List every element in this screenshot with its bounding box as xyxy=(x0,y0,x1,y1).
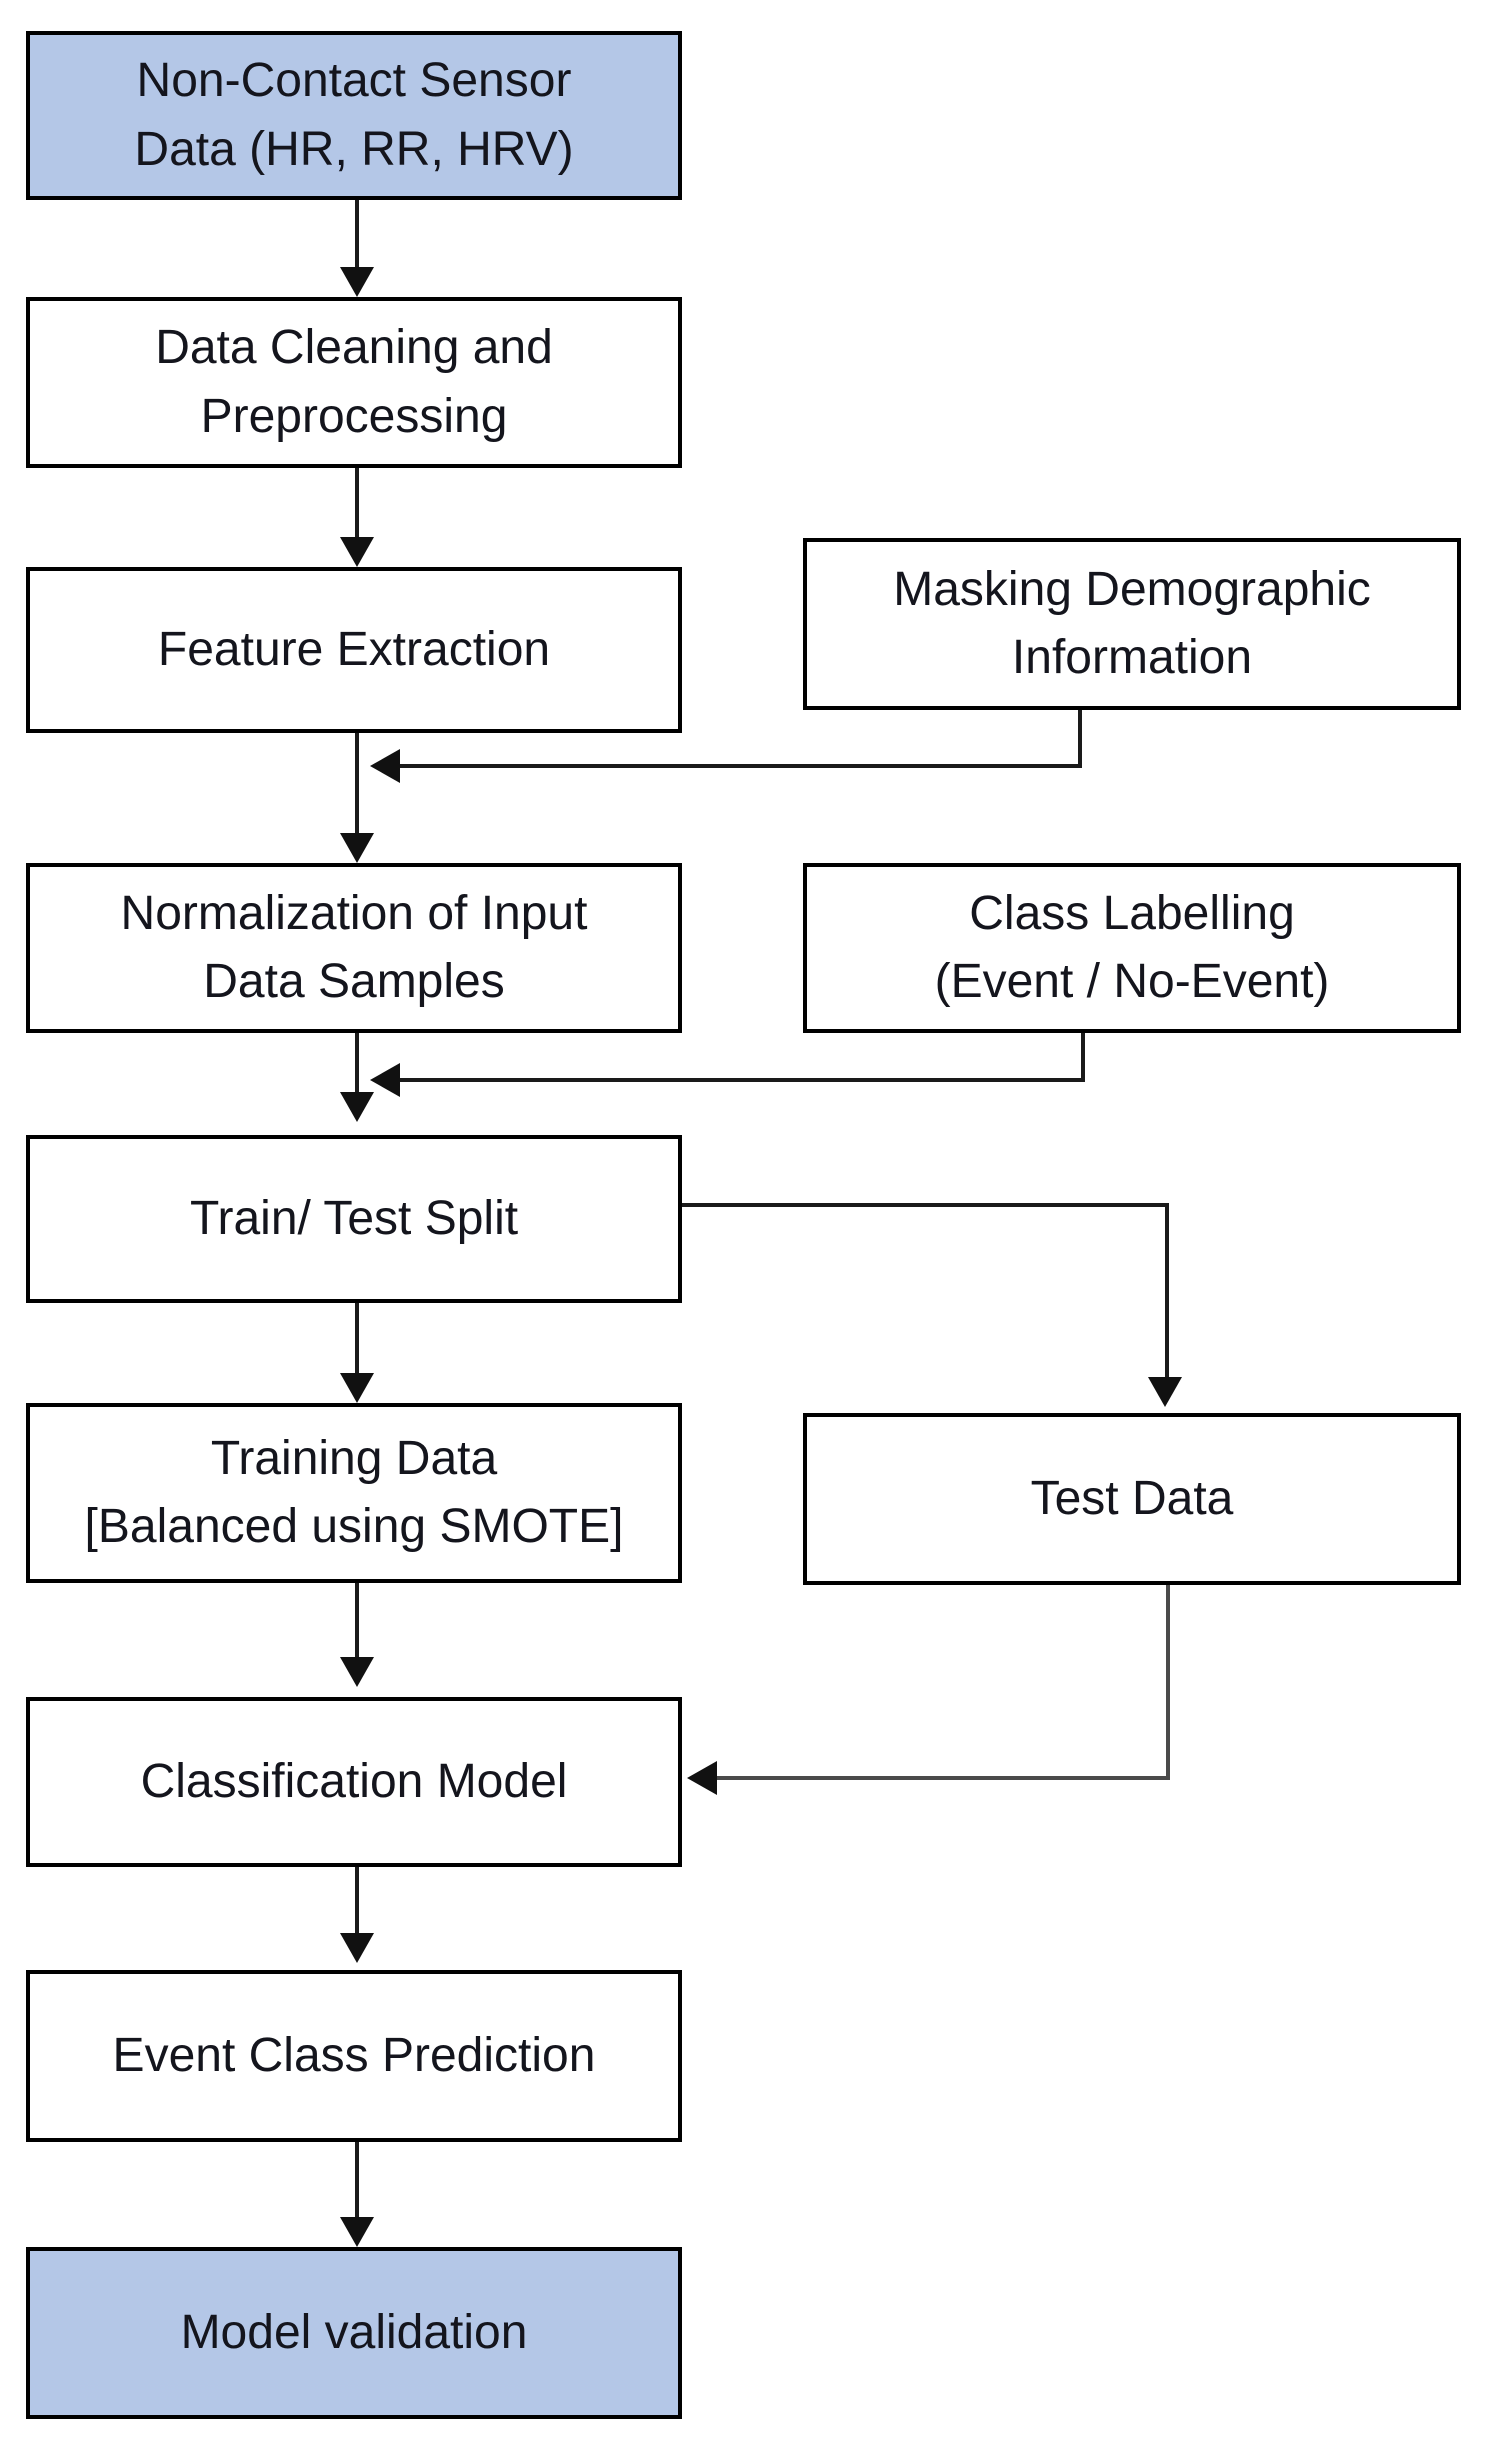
node-data-cleaning-label: Data Cleaning and Preprocessing xyxy=(155,321,553,443)
node-sensor-data: Non-Contact Sensor Data (HR, RR, HRV) xyxy=(26,31,682,200)
connector-masking-arrowhead xyxy=(370,749,400,783)
node-training-data-label: Training Data [Balanced using SMOTE] xyxy=(84,1431,624,1553)
node-class-labelling-label: Class Labelling (Event / No-Event) xyxy=(934,886,1330,1008)
connector-classification-to-prediction-line xyxy=(355,1867,359,1935)
node-train-test-split-label: Train/ Test Split xyxy=(189,1191,519,1245)
node-normalization-label: Normalization of Input Data Samples xyxy=(120,886,588,1008)
connector-cleaning-to-feature-arrowhead xyxy=(340,537,374,567)
node-event-class-prediction: Event Class Prediction xyxy=(26,1970,682,2142)
connector-normalization-to-split-arrowhead xyxy=(340,1092,374,1122)
connector-split-to-training-arrowhead xyxy=(340,1373,374,1403)
node-feature-extraction: Feature Extraction xyxy=(26,567,682,733)
connector-split-to-training-line xyxy=(355,1303,359,1375)
connector-feature-to-normalization-arrowhead xyxy=(340,833,374,863)
node-test-data-label: Test Data xyxy=(1030,1471,1234,1525)
connector-test-to-classification-drop-line xyxy=(1166,1585,1170,1780)
connector-cleaning-to-feature-line xyxy=(355,468,359,540)
connector-masking-horizontal-line xyxy=(398,764,1082,768)
connector-feature-to-normalization-line xyxy=(355,733,359,835)
connector-training-to-classification-arrowhead xyxy=(340,1657,374,1687)
connector-classification-to-prediction-arrowhead xyxy=(340,1933,374,1963)
node-event-class-prediction-label: Event Class Prediction xyxy=(112,2028,596,2082)
node-test-data: Test Data xyxy=(803,1413,1461,1585)
node-normalization: Normalization of Input Data Samples xyxy=(26,863,682,1033)
node-feature-extraction-label: Feature Extraction xyxy=(157,622,551,676)
connector-split-to-test-arrowhead xyxy=(1148,1377,1182,1407)
connector-class-labelling-arrowhead xyxy=(370,1063,400,1097)
node-model-validation-label: Model validation xyxy=(180,2305,528,2359)
connector-class-labelling-drop-line xyxy=(1081,1033,1085,1082)
connector-sensor-to-cleaning-arrowhead xyxy=(340,267,374,297)
connector-test-to-classification-horizontal-line xyxy=(707,1776,1168,1780)
connector-test-to-classification-arrowhead xyxy=(687,1761,717,1795)
node-model-validation: Model validation xyxy=(26,2247,682,2419)
connector-training-to-classification-line xyxy=(355,1583,359,1659)
node-training-data: Training Data [Balanced using SMOTE] xyxy=(26,1403,682,1583)
node-classification-model-label: Classification Model xyxy=(140,1754,568,1808)
connector-masking-drop-line xyxy=(1078,710,1082,768)
connector-prediction-to-validation-arrowhead xyxy=(340,2217,374,2247)
node-sensor-data-label: Non-Contact Sensor Data (HR, RR, HRV) xyxy=(134,54,574,176)
connector-sensor-to-cleaning-line xyxy=(355,200,359,270)
node-masking-demographic: Masking Demographic Information xyxy=(803,538,1461,710)
connector-normalization-to-split-line xyxy=(355,1033,359,1095)
node-train-test-split: Train/ Test Split xyxy=(26,1135,682,1303)
connector-split-to-test-drop-line xyxy=(1165,1203,1169,1377)
connector-class-labelling-horizontal-line xyxy=(398,1078,1085,1082)
connector-split-to-test-horizontal-line xyxy=(682,1203,1169,1207)
node-class-labelling: Class Labelling (Event / No-Event) xyxy=(803,863,1461,1033)
node-classification-model: Classification Model xyxy=(26,1697,682,1867)
node-masking-demographic-label: Masking Demographic Information xyxy=(893,562,1371,684)
connector-prediction-to-validation-line xyxy=(355,2142,359,2219)
node-data-cleaning: Data Cleaning and Preprocessing xyxy=(26,297,682,468)
